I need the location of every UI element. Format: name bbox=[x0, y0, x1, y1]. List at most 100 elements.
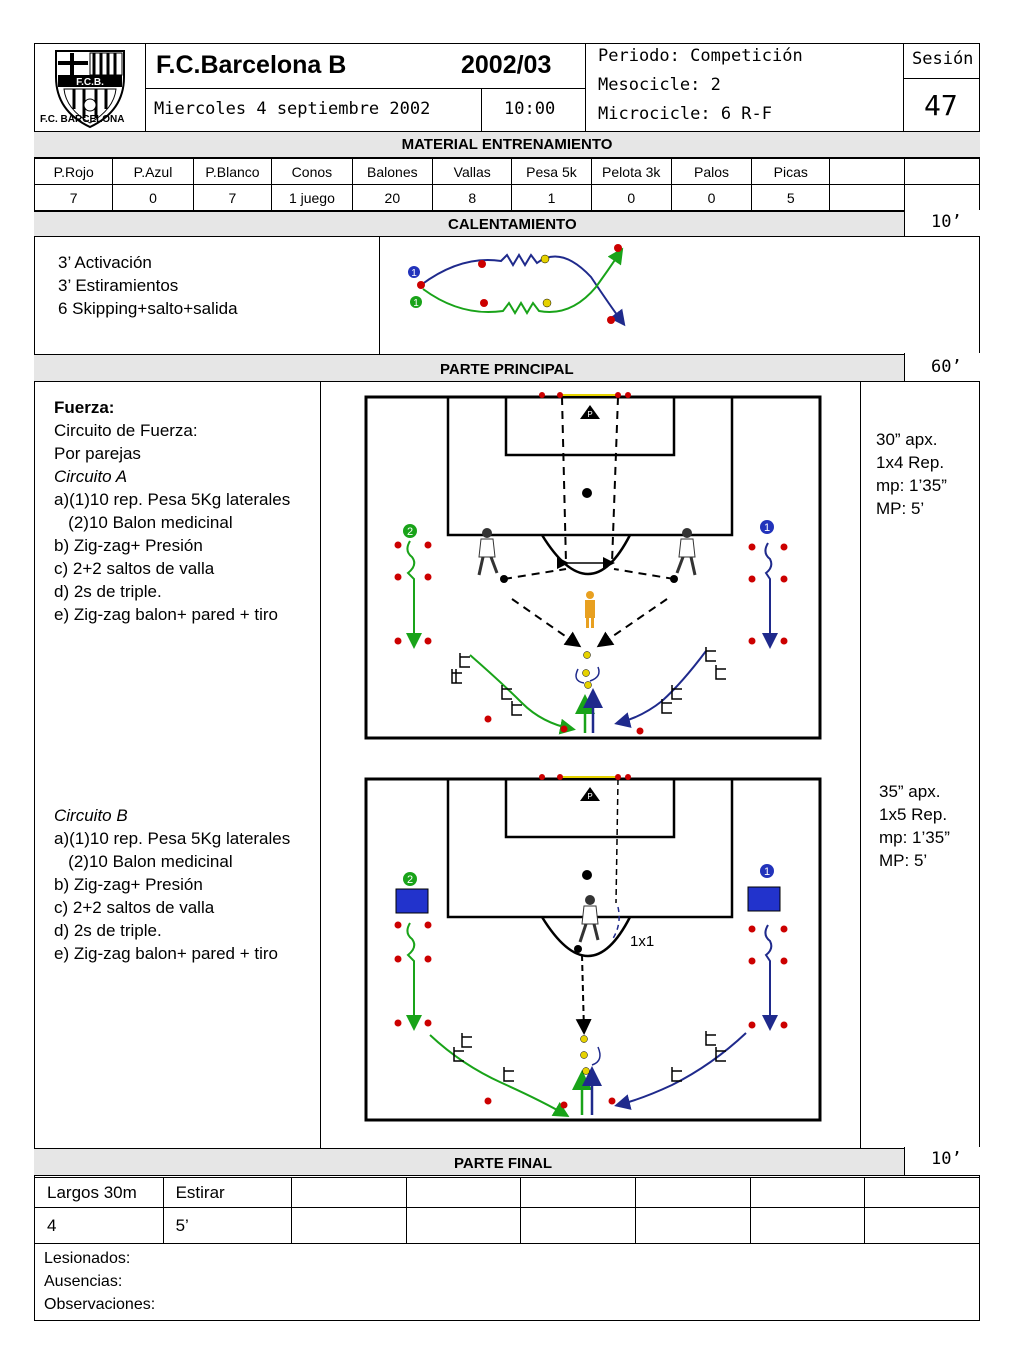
mesocicle: Mesocicle: 2 bbox=[598, 75, 721, 95]
material-value-cell: 1 bbox=[511, 184, 592, 211]
time-cell: 10:00 bbox=[482, 89, 586, 131]
warmup-line: 3’ Activación bbox=[58, 253, 152, 272]
material-value-cell bbox=[829, 184, 906, 211]
notes-b-line: MP: 5’ bbox=[879, 851, 928, 870]
notes-a-line: 1x4 Rep. bbox=[876, 453, 945, 472]
fcb-crest-icon: F.C.B. bbox=[55, 50, 125, 129]
warmup-player-label: 1 bbox=[411, 268, 417, 279]
station-label: 1 bbox=[764, 866, 770, 878]
microcicle: Microcicle: 6 R-F bbox=[598, 104, 772, 124]
material-header-cell: Picas bbox=[751, 158, 831, 185]
medicine-ball-zone bbox=[747, 886, 781, 912]
cycle-cell: Periodo: Competición Mesocicle: 2 Microc… bbox=[586, 43, 904, 131]
material-header-cell: Balones bbox=[351, 158, 434, 185]
ausencias-label: Ausencias: bbox=[44, 1273, 123, 1290]
warmup-text-cell: 3’ Activación 3’ Estiramientos 6 Skippin… bbox=[34, 237, 380, 354]
circuit-a-line: d) 2s de triple. bbox=[54, 582, 162, 601]
notes-b-line: 1x5 Rep. bbox=[879, 805, 948, 824]
material-table: P.Rojo P.Azul P.Blanco Conos Balones Val… bbox=[33, 158, 980, 211]
crest-text: F.C.B. bbox=[76, 77, 104, 88]
player-marker-blue bbox=[760, 520, 774, 534]
warmup-duration: 10’ bbox=[931, 212, 962, 232]
session-sheet bbox=[34, 43, 980, 1321]
final-value-cell bbox=[749, 1207, 866, 1244]
station-label: 2 bbox=[407, 874, 413, 886]
session-time: 10:00 bbox=[504, 99, 556, 119]
material-value-cell: 20 bbox=[351, 184, 434, 211]
circuit-a-line: Circuito de Fuerza: bbox=[54, 421, 198, 440]
main-duration-cell: 60’ bbox=[904, 353, 980, 381]
cone-dot bbox=[417, 281, 425, 289]
circuit-a-line: c) 2+2 saltos de valla bbox=[54, 559, 215, 578]
final-title: PARTE FINAL bbox=[454, 1155, 553, 1172]
final-header-cell bbox=[634, 1177, 751, 1208]
club-crest: F.C.B. F.C. BARCELONA bbox=[34, 43, 146, 131]
notes-a-line: mp: 1’35” bbox=[876, 476, 947, 495]
cone-dot bbox=[607, 316, 615, 324]
circuit-a-line: e) Zig-zag balon+ pared + tiro bbox=[54, 605, 278, 624]
notes-a-line: 30” apx. bbox=[876, 430, 938, 449]
material-title-bar: MATERIAL ENTRENAMIENTO bbox=[34, 131, 980, 158]
material-header-cell: P.Rojo bbox=[33, 158, 114, 185]
circuit-a-line: Circuito A bbox=[54, 467, 128, 486]
circuit-b-line: d) 2s de triple. bbox=[54, 921, 162, 940]
season: 2002/03 bbox=[461, 51, 552, 79]
material-header-row: P.Rojo P.Azul P.Blanco Conos Balones Val… bbox=[33, 158, 980, 185]
warmup-player-label: 1 bbox=[413, 298, 419, 309]
material-header-cell: P.Azul bbox=[112, 158, 194, 185]
circuit-a-line: (2)10 Balon medicinal bbox=[54, 513, 233, 532]
circuit-b-line: e) Zig-zag balon+ pared + tiro bbox=[54, 944, 278, 963]
date-cell: Miercoles 4 septiembre 2002 bbox=[146, 89, 482, 131]
material-value-cell: 0 bbox=[670, 184, 753, 211]
final-duration-cell: 10’ bbox=[904, 1147, 980, 1175]
material-header-cell bbox=[904, 158, 980, 185]
final-value-cell: 4 bbox=[34, 1207, 164, 1244]
circuit-b-line: a)(1)10 rep. Pesa 5Kg laterales bbox=[54, 829, 291, 848]
circuit-a-line: a)(1)10 rep. Pesa 5Kg laterales bbox=[54, 490, 291, 509]
circuit-b-line: Circuito B bbox=[54, 806, 128, 825]
final-header-cell bbox=[520, 1177, 636, 1208]
footer-notes: Lesionados: Ausencias: Observaciones: bbox=[34, 1243, 980, 1321]
field-diagram-a: P 2 1 bbox=[364, 392, 822, 740]
hurdle-icon bbox=[671, 1031, 726, 1082]
final-value-cell bbox=[291, 1207, 407, 1244]
session-number: 47 bbox=[924, 89, 958, 122]
final-duration: 10’ bbox=[931, 1149, 962, 1169]
goalkeeper-label: P bbox=[587, 410, 592, 419]
material-value-cell bbox=[904, 184, 980, 211]
player-figure-icon bbox=[675, 528, 697, 576]
notes-b-line: 35” apx. bbox=[879, 782, 941, 801]
material-header-cell bbox=[829, 158, 906, 185]
final-value-row: 4 5’ bbox=[34, 1207, 980, 1244]
warmup-line: 3’ Estiramientos bbox=[58, 276, 179, 295]
final-header-cell: Largos 30m bbox=[34, 1177, 164, 1208]
warmup-line: 6 Skipping+salto+salida bbox=[58, 299, 238, 318]
coach-figure-icon bbox=[585, 591, 595, 628]
final-header-row: Largos 30m Estirar bbox=[34, 1177, 980, 1208]
material-value-cell: 8 bbox=[432, 184, 513, 211]
duel-label: 1x1 bbox=[630, 933, 654, 950]
periodo: Periodo: Competición bbox=[598, 46, 803, 66]
material-header-cell: Vallas bbox=[432, 158, 513, 185]
main-duration: 60’ bbox=[931, 357, 962, 377]
club-caption: F.C. BARCELONA bbox=[40, 114, 125, 125]
final-title-bar: PARTE FINAL 10’ bbox=[34, 1147, 980, 1176]
final-header-cell bbox=[291, 1177, 407, 1208]
player-figure-icon bbox=[477, 528, 499, 576]
field-diagram-b: P 1x1 2 1 bbox=[364, 774, 822, 1122]
material-value-cell: 0 bbox=[112, 184, 194, 211]
main-title: PARTE PRINCIPAL bbox=[440, 361, 574, 378]
player-marker-blue bbox=[760, 864, 774, 878]
session-date: Miercoles 4 septiembre 2002 bbox=[154, 99, 431, 119]
medicine-ball-zone bbox=[395, 888, 429, 914]
final-table: Largos 30m Estirar 4 5’ bbox=[34, 1177, 980, 1244]
material-value-row: 7 0 7 1 juego 20 8 1 0 0 5 bbox=[33, 184, 980, 211]
final-value-cell bbox=[864, 1207, 980, 1244]
cone-dot bbox=[614, 244, 622, 252]
warmup-diagram: 1 1 bbox=[408, 244, 626, 327]
main-title-bar: PARTE PRINCIPAL 60’ bbox=[34, 353, 980, 382]
player-marker-green bbox=[410, 296, 422, 308]
player-figure-icon bbox=[578, 895, 600, 943]
warmup-title: CALENTAMIENTO bbox=[448, 216, 577, 233]
goalkeeper-label: P bbox=[587, 792, 592, 801]
